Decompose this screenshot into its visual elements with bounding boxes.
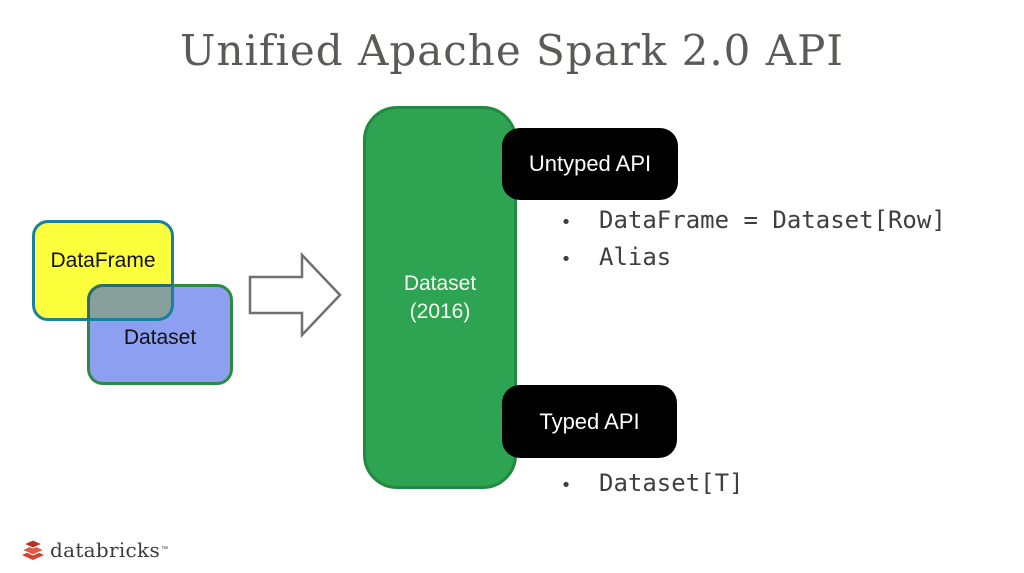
dataset-2016-label-line2: (2016) <box>409 299 471 323</box>
typed-api-bullet-list: • Dataset[T] <box>558 466 744 503</box>
bullet-icon: • <box>560 475 572 496</box>
typed-bullet-1: Dataset[T] <box>599 469 744 497</box>
bullet-icon: • <box>560 249 572 270</box>
list-item: • Alias <box>558 240 946 277</box>
databricks-logo: databricks ™ <box>20 538 168 562</box>
databricks-logo-icon <box>20 539 46 560</box>
venn-overlap-region <box>87 284 174 321</box>
list-item: • Dataset[T] <box>558 466 744 503</box>
typed-api-label: Typed API <box>539 408 640 434</box>
untyped-bullet-1: DataFrame = Dataset[Row] <box>599 206 946 234</box>
dataset-2016-label-line1: Dataset <box>403 271 477 295</box>
untyped-bullet-2: Alias <box>599 243 672 271</box>
right-arrow-icon <box>248 252 342 339</box>
typed-api-chip: Typed API <box>502 385 677 458</box>
dataset-box-label: Dataset <box>123 326 197 349</box>
bullet-icon: • <box>560 212 572 233</box>
untyped-api-bullet-list: • DataFrame = Dataset[Row] • Alias <box>558 203 946 277</box>
untyped-api-chip: Untyped API <box>502 128 678 200</box>
slide-title: Unified Apache Spark 2.0 API <box>180 26 844 75</box>
list-item: • DataFrame = Dataset[Row] <box>558 203 946 240</box>
trademark-mark: ™ <box>161 546 169 553</box>
untyped-api-label: Untyped API <box>528 151 652 176</box>
dataset-2016-box: Dataset (2016) <box>363 106 517 489</box>
dataframe-box-label: DataFrame <box>50 249 156 272</box>
databricks-logo-text: databricks <box>50 538 161 562</box>
